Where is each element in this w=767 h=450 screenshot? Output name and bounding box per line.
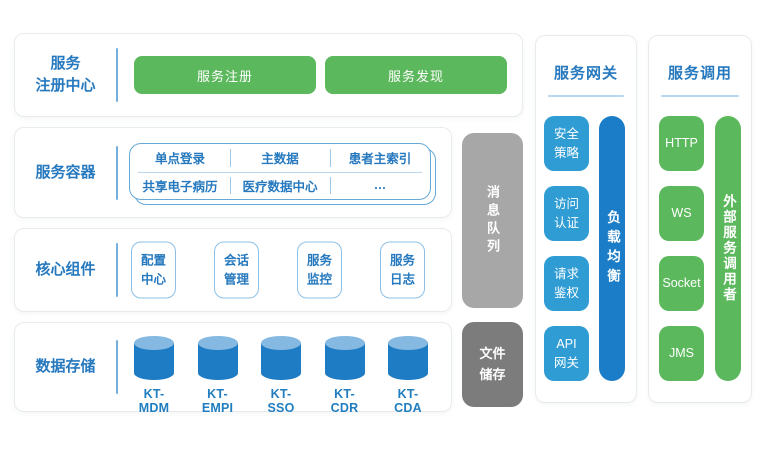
config-center-box: 配置 中心 [131, 241, 176, 299]
database-cylinder-icon [261, 336, 301, 380]
registry-buttons: 服务注册 服务发现 [134, 56, 507, 94]
service-register-button: 服务注册 [134, 56, 316, 94]
service-log-box: 服务 日志 [380, 241, 425, 299]
title-divider [661, 95, 739, 97]
jms-box: JMS [659, 326, 704, 381]
panel-label-service-registry: 服务 注册中心 [35, 55, 96, 94]
session-management-box: 会话 管理 [214, 241, 259, 299]
load-balancing-bar: 负载均衡 [599, 116, 625, 381]
database-kt-sso: KT-SSO [258, 336, 304, 415]
service-cell-sso: 单点登录 [154, 152, 205, 167]
database-label: KT-SSO [267, 387, 295, 415]
database-kt-cda: KT-CDA [385, 336, 431, 415]
core-components-row: 配置 中心 会话 管理 服务 监控 服务 日志 [131, 241, 425, 299]
service-monitor-box: 服务 监控 [297, 241, 342, 299]
row-divider [138, 172, 422, 173]
service-cell-shared-emr: 共享电子病历 [142, 179, 218, 194]
security-policy-box: 安全 策略 [544, 116, 589, 171]
service-cell-master-data: 主数据 [230, 144, 330, 172]
service-cell-medical-data-center: 医疗数据中心 [230, 172, 330, 200]
database-cylinder-icon [388, 336, 428, 380]
service-card: 单点登录 主数据 患者主索引 共享电子病历 医疗数据中心 … [129, 143, 431, 200]
database-kt-cdr: KT-CDR [322, 336, 368, 415]
panel-service-registry: 服务 注册中心 服务注册 服务发现 [14, 33, 523, 117]
panel-label-service-container: 服务容器 [35, 163, 96, 181]
request-auth-box: 请求 鉴权 [544, 256, 589, 311]
panel-service-container: 服务容器 单点登录 主数据 患者主索引 共享电子病历 医疗数据中心 … [14, 127, 452, 218]
database-cylinder-icon [197, 336, 238, 380]
label-divider [116, 243, 118, 297]
database-label: KT-CDA [394, 387, 422, 415]
invocation-title: 服务调用 [667, 65, 732, 82]
http-box: HTTP [659, 116, 704, 171]
panel-service-invocation: 服务调用 HTTP WS Socket JMS 外部服务调用者 [648, 35, 752, 403]
service-cell-more: … [330, 172, 430, 200]
panel-label-data-storage: 数据存储 [35, 358, 96, 376]
database-label: KT-CDR [330, 387, 359, 415]
database-kt-empi: KT-EMPI [195, 336, 241, 415]
file-storage-box: 文件 储存 [462, 322, 523, 407]
title-divider [548, 95, 624, 97]
panel-label-core-components: 核心组件 [35, 261, 96, 279]
external-service-caller-bar: 外部服务调用者 [715, 116, 741, 381]
ws-box: WS [659, 186, 704, 241]
access-auth-box: 访问 认证 [544, 186, 589, 241]
label-divider [116, 340, 118, 394]
database-kt-mdm: KT-MDM [131, 336, 177, 415]
panel-core-components: 核心组件 配置 中心 会话 管理 服务 监控 服务 日志 [14, 228, 452, 312]
message-queue-bar: 消息队列 [462, 133, 523, 308]
panel-data-storage: 数据存储 KT-MDM KT-EMPI [14, 322, 452, 415]
database-cylinder-icon [324, 336, 365, 380]
gateway-title: 服务网关 [553, 65, 618, 82]
service-cell-patient-index: 患者主索引 [330, 144, 430, 172]
database-label: KT-EMPI [201, 387, 234, 415]
database-row: KT-MDM KT-EMPI KT-SSO [131, 336, 431, 415]
database-cylinder-icon [134, 336, 174, 380]
panel-service-gateway: 服务网关 安全 策略 访问 认证 请求 鉴权 API 网关 负载均衡 [535, 35, 637, 403]
label-divider [116, 48, 118, 102]
api-gateway-box: API 网关 [544, 326, 589, 381]
socket-box: Socket [659, 256, 704, 311]
service-discovery-button: 服务发现 [325, 56, 507, 94]
database-label: KT-MDM [138, 387, 170, 415]
label-divider [116, 145, 118, 200]
